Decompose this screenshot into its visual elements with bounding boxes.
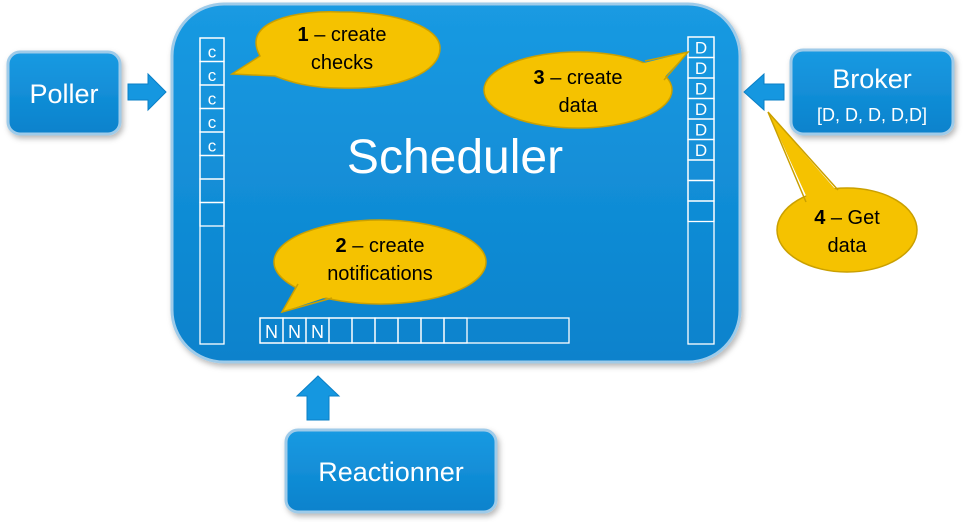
notifications-queue-item: N — [311, 322, 324, 342]
callout-2-line2: notifications — [327, 263, 433, 285]
callout-2-number: 2 — [336, 235, 347, 257]
callout-create-data: 3 – create data — [483, 50, 691, 129]
data-queue-item: D — [695, 141, 707, 160]
callout-2-line1: – create — [347, 235, 425, 257]
broker-arrow — [743, 72, 785, 112]
poller-label: Poller — [29, 79, 98, 109]
scheduler-title: Scheduler — [347, 131, 563, 184]
svg-text:3 – create: 3 – create — [534, 67, 623, 89]
data-queue-slot — [687, 200, 715, 223]
callout-3-line2: data — [559, 95, 599, 117]
reactionner-label: Reactionner — [318, 457, 464, 487]
data-queue-item: D — [695, 100, 707, 119]
notifications-queue-item: N — [288, 322, 301, 342]
callout-create-notifications: 2 – create notifications — [273, 219, 487, 314]
checks-queue-item: c — [208, 113, 217, 132]
reactionner-arrow — [295, 375, 341, 421]
data-queue-item: D — [695, 39, 707, 58]
checks-queue-item: c — [208, 66, 217, 85]
callout-3-line1: – create — [545, 67, 623, 89]
broker-box — [789, 48, 955, 136]
checks-queue-item: c — [208, 137, 217, 156]
checks-queue-slot — [199, 201, 225, 227]
svg-text:4 – Get: 4 – Get — [814, 207, 880, 229]
callout-3-number: 3 — [534, 67, 545, 89]
checks-queue-item: c — [208, 90, 217, 109]
callout-1-number: 1 — [298, 24, 309, 46]
callout-1-bubble — [229, 11, 441, 89]
notifications-queue-item: N — [265, 322, 278, 342]
callout-1-line2: checks — [311, 52, 373, 74]
callout-4-line1: – Get — [825, 207, 880, 229]
callout-create-checks: 1 – create checks — [229, 11, 441, 89]
callout-4-line2: data — [828, 235, 868, 257]
svg-text:1 – create: 1 – create — [298, 24, 387, 46]
callout-1-line1: – create — [309, 24, 387, 46]
broker-label: Broker — [832, 64, 912, 94]
data-queue-item: D — [695, 121, 707, 140]
checks-queue-item: c — [208, 43, 217, 62]
broker-sublabel: [D, D, D, D,D] — [817, 105, 927, 125]
callout-get-data: 4 – Get data — [767, 111, 918, 273]
poller-arrow — [127, 72, 167, 112]
notifications-queue-slot — [443, 317, 468, 344]
data-queue-item: D — [695, 59, 707, 78]
svg-text:2 – create: 2 – create — [336, 235, 425, 257]
callout-4-number: 4 — [814, 207, 826, 229]
poller-box — [6, 50, 122, 136]
reactionner-box — [284, 428, 498, 514]
data-queue-item: D — [695, 80, 707, 99]
